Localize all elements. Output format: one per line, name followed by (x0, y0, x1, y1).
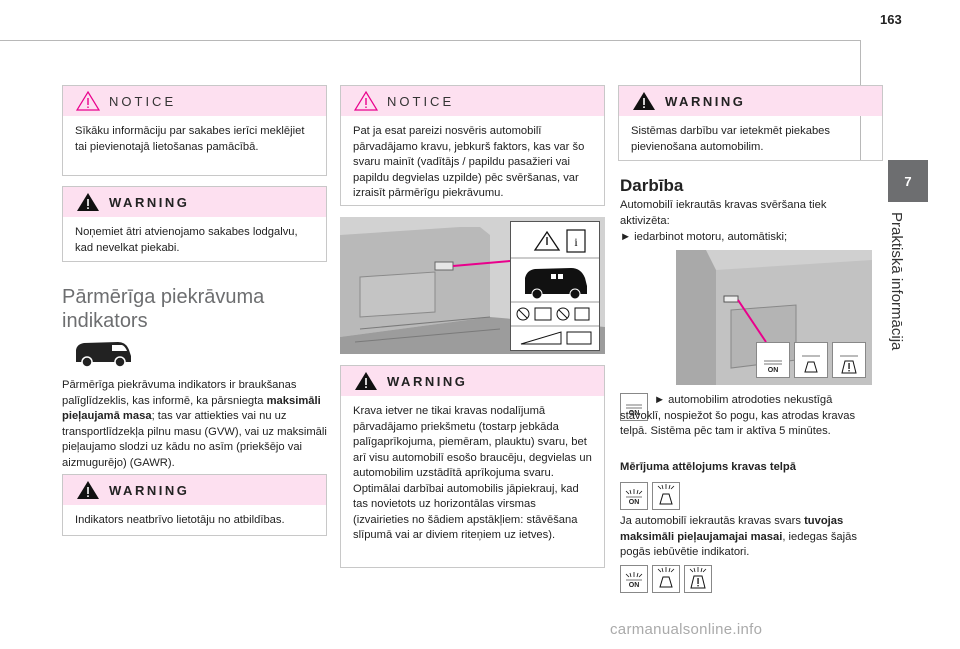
warning-text: Noņemiet ātri atvienojamo sakabes lodgal… (75, 226, 298, 254)
on-lit-label: ON (628, 499, 640, 506)
warning-label: WARNING (109, 194, 190, 210)
operation-bullet-2: ► automobilim atrodoties nekustīgā stāvo… (620, 394, 856, 437)
svg-text:i: i (574, 235, 578, 249)
on-lit-icon: ON (620, 565, 648, 593)
notice-text: Sīkāku informāciju par sakabes ierīci me… (75, 125, 305, 153)
warning-triangle-icon (633, 92, 655, 110)
warning-text: Indikators neatbrīvo lietotāju no atbild… (75, 514, 285, 526)
cargo-button-cluster: ON (756, 342, 866, 378)
warning-label: WARNING (387, 373, 468, 389)
operation-heading: Darbība (620, 176, 684, 195)
weight-lit-icon (652, 565, 680, 593)
on-button-label: ON (767, 367, 779, 374)
overload-lit-icon (684, 565, 712, 593)
overload-label-pictograms: i (511, 229, 599, 345)
indicator-text-1: Pārmērīga piekrāvuma indikators ir brauk… (62, 379, 297, 407)
notice-box-trailer: NOTICE Sīkāku informāciju par sakabes ie… (62, 85, 327, 176)
loaded-description: Ja automobilī iekrautās kravas svars tuv… (620, 514, 872, 561)
indicator-bars-icon (764, 360, 782, 365)
section-title-line1: Pārmērīga piekrāvuma (62, 286, 265, 308)
weight-lit-icon (652, 482, 680, 510)
warning-triangle-icon (355, 372, 377, 390)
warning-text-2: Optimālai darbībai automobilis jāpiekrau… (353, 482, 579, 542)
notice-header: NOTICE (63, 86, 326, 116)
overload-indicator-button[interactable] (832, 342, 866, 378)
van-icon (76, 342, 131, 368)
measurement-icons-row-2: ON (620, 565, 712, 593)
header-rule (0, 40, 860, 41)
warning-triangle-outline-icon (75, 90, 101, 111)
weight-light-icon (657, 484, 675, 505)
chapter-title-text: Praktiskā informācija (888, 212, 905, 351)
loaded-text-2: , iedegas šajās pogās iebūvētie indikato… (620, 530, 857, 559)
warning-header: WARNING (63, 187, 326, 217)
on-lit-label: ON (628, 582, 640, 589)
warning-triangle-outline-icon (353, 90, 379, 111)
warning-box-load: WARNING Krava ietver ne tikai kravas nod… (340, 365, 605, 568)
warning-header: WARNING (341, 366, 604, 396)
measurement-subheading: Mērījuma attēlojums kravas telpā (620, 461, 796, 473)
on-button-small-icon: ON (620, 393, 648, 421)
chapter-tab: 7 (888, 160, 928, 202)
warning-triangle-icon (77, 193, 99, 211)
warning-header: WARNING (63, 475, 326, 505)
overload-label-sticker: i (510, 221, 600, 351)
warning-box-towball: WARNING Noņemiet ātri atvienojamo sakabe… (62, 186, 327, 262)
indicator-text-2: ; tas var attiekties vai nu uz transport… (62, 410, 327, 469)
indicator-bars-icon (626, 404, 642, 409)
indicator-text-bold: maksimāli pieļaujamā masa (62, 394, 321, 423)
operation-bullet-1: ► iedarbinot motoru, automātiski; (620, 231, 788, 243)
cargo-button-photo: ON (676, 250, 872, 385)
loaded-text-1: Ja automobilī iekrautās kravas svars (620, 515, 805, 527)
warning-text: Sistēmas darbību var ietekmēt piekabes p… (631, 125, 830, 153)
notice-label: NOTICE (109, 93, 177, 109)
warning-label: WARNING (665, 93, 746, 109)
watermark: carmanualsonline.info (610, 621, 763, 638)
cargo-area-illustration: i (340, 217, 605, 354)
warning-text: Krava ietver ne tikai kravas nodalījumā … (341, 396, 604, 553)
light-rays-icon (625, 489, 643, 498)
on-icon-label: ON (628, 410, 640, 417)
section-title: Pārmērīga piekrāvuma indikators (62, 285, 264, 333)
warning-text-1: Krava ietver ne tikai kravas nodalījumā … (353, 405, 592, 479)
load-indicator-button[interactable] (794, 342, 828, 378)
on-lit-icon: ON (620, 482, 648, 510)
weight-icon (802, 355, 820, 373)
warning-header: WARNING (619, 86, 882, 116)
loaded-text-bold: tuvojas maksimāli pieļaujamajai masai (620, 515, 844, 543)
page-number: 163 (880, 12, 902, 27)
weight-light-icon (657, 567, 675, 588)
measurement-icons-row-1: ON (620, 482, 680, 510)
notice-header: NOTICE (341, 86, 604, 116)
notice-box-weight: NOTICE Pat ja esat pareizi nosvēris auto… (340, 85, 605, 206)
indicator-description: Pārmērīga piekrāvuma indikators ir brauk… (62, 378, 332, 471)
section-title-line2: indikators (62, 310, 148, 332)
notice-label: NOTICE (387, 93, 455, 109)
warning-label: WARNING (109, 482, 190, 498)
warning-triangle-icon (77, 481, 99, 499)
warning-box-responsibility: WARNING Indikators neatbrīvo lietotāju n… (62, 474, 327, 536)
light-rays-icon (625, 572, 643, 581)
overload-weight-icon (840, 355, 858, 374)
on-button[interactable]: ON (756, 342, 790, 378)
chapter-title: Praktiskā informācija (881, 212, 911, 382)
operation-intro: Automobilī iekrautās kravas svēršana tie… (620, 199, 827, 227)
notice-text: Pat ja esat pareizi nosvēris automobilī … (353, 125, 585, 199)
overload-light-icon (689, 567, 707, 589)
warning-box-trailer-effect: WARNING Sistēmas darbību var ietekmēt pi… (618, 85, 883, 161)
